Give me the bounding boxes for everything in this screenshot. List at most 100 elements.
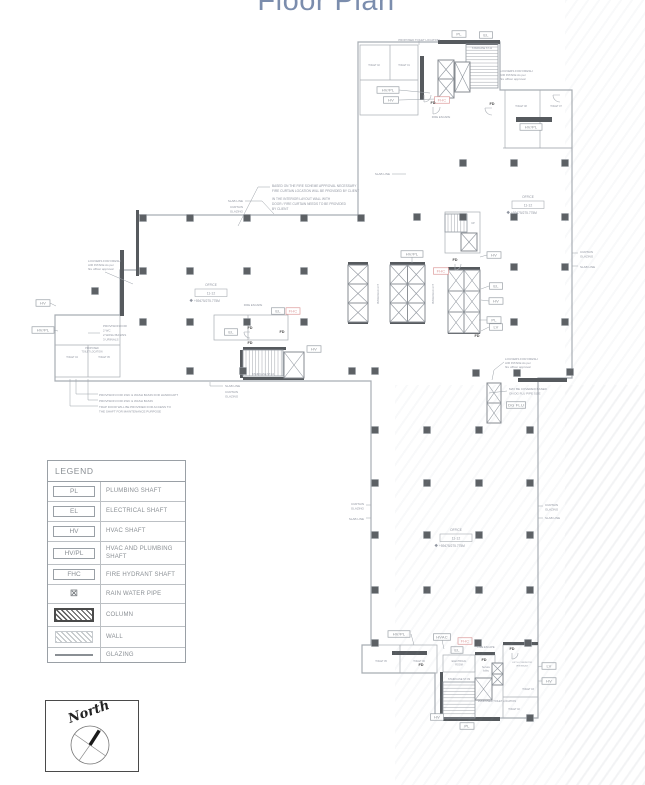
- column-marker: [561, 318, 569, 326]
- lift-x: [463, 269, 481, 292]
- annotation-text: 2 WASH BASINS: [103, 333, 126, 337]
- legend-shaft-box: PL: [53, 486, 95, 497]
- lift-x: [463, 311, 481, 334]
- north-indicator: North: [45, 698, 139, 772]
- annotation-text: PASSENGER LIFT: [377, 283, 380, 304]
- legend-shaft-box: HV/PL: [53, 547, 95, 559]
- shaft-label-box: [488, 297, 504, 305]
- annotation-text: TOILET 07: [550, 105, 562, 108]
- north-label: North: [65, 701, 111, 727]
- annotation-text: Service: [482, 666, 491, 669]
- legend-symbol-rain-water-pipe-icon: ⊠: [48, 585, 101, 604]
- annotation-text: AIR INTAKE As per: [500, 73, 526, 77]
- legend-symbol-wall: [48, 627, 101, 648]
- column-marker: [510, 263, 518, 271]
- column-marker: [475, 531, 483, 539]
- shaft-label-box: [457, 637, 473, 645]
- annotation-text: TOILET 02: [508, 708, 520, 711]
- legend-row-label: FIRE HYDRANT SHAFT: [106, 571, 176, 578]
- shaft-label-box: [519, 123, 543, 131]
- annotation-text: IN THE INTERIOR LAYOUT WALL WITH: [272, 197, 331, 201]
- annotation-text: ON DG FLU PIPE SIZE: [509, 392, 541, 396]
- annotation-text: GLAZING: [351, 507, 365, 511]
- lift-x: [486, 402, 502, 424]
- lift-cell: [486, 402, 502, 424]
- room-outline: [213, 314, 289, 341]
- legend-row-label: ELECTRICAL SHAFT: [106, 508, 168, 515]
- annotation-text: LOUVERS FOR FRESH: [88, 259, 121, 263]
- door-swing-icon: [511, 652, 519, 660]
- annotation-text: STAIRCASE ST-11: [472, 47, 493, 50]
- fire-damper-marker: FD: [247, 341, 252, 345]
- annotation-text: AIR INTAKE As per: [88, 263, 114, 267]
- legend-row: FHC FIRE HYDRANT SHAFT: [48, 565, 185, 586]
- annotation-text: PROVISION FOR: [103, 324, 128, 328]
- shaft-label-box: [479, 31, 493, 39]
- lift-x: [389, 283, 408, 304]
- annotation-text: FIRE ESCAPE: [477, 645, 494, 649]
- staircase: [242, 349, 284, 377]
- column-marker: [475, 479, 483, 487]
- wall: [475, 652, 495, 655]
- shaft-label-box: [35, 299, 51, 307]
- lift-x: [463, 290, 481, 313]
- wall: [136, 210, 139, 276]
- column-marker: [526, 531, 534, 539]
- room-outline: [444, 211, 481, 254]
- wall: [390, 321, 425, 324]
- column-marker: [472, 369, 480, 377]
- column-marker: [300, 267, 308, 275]
- leader-line: [491, 361, 505, 381]
- column-marker: [510, 318, 518, 326]
- shaft-label-text: DG FLU: [508, 403, 524, 408]
- annotation-text: THE SHAFT FOR MAINTENANCE PURPOSE: [99, 410, 161, 414]
- shaft-label-text: FHC: [437, 269, 446, 274]
- legend-symbol-glazing: [48, 648, 101, 663]
- shaft-label-text: HV: [311, 347, 317, 352]
- shaft-label-box: [387, 630, 411, 638]
- legend-row-label: COLUMN: [106, 612, 134, 619]
- legend-symbol-column: [48, 604, 101, 627]
- annotation-text: FIRE ESCAPE: [244, 303, 263, 307]
- shaft-label-text: HV: [40, 301, 46, 306]
- annotation-text: SLAB LINE: [545, 516, 560, 520]
- office-label-box: [511, 200, 545, 209]
- legend-symbol-labelbox: FHC: [48, 565, 101, 585]
- wall: [240, 350, 243, 378]
- legend-row-label: WALL: [106, 634, 123, 641]
- leader-line: [87, 379, 98, 401]
- annotation-text: TOILET 06: [413, 660, 425, 663]
- office-unit-label: 11-12: [524, 204, 533, 208]
- column-marker: [371, 531, 379, 539]
- column-marker: [348, 367, 356, 375]
- door-swing-icon: [484, 107, 493, 116]
- north-needle-icon: [88, 729, 101, 746]
- annotation-text: LOUVERS FOR FRESH: [505, 357, 538, 361]
- annotation-text: SLAB LINE: [349, 517, 364, 521]
- leader-line: [245, 200, 275, 215]
- wall: [390, 262, 425, 265]
- shaft-label-box: [285, 307, 301, 315]
- shaft-label-box: [541, 677, 557, 685]
- room-outline: [361, 644, 438, 674]
- annotation-text: FIRE ESCAPE: [432, 115, 451, 119]
- annotation-text: DOOR / FIRE CURTAIN NEEDS TO BE PROVIDED: [272, 202, 347, 206]
- shaft-label-text: HV/PL: [382, 88, 395, 93]
- fire-damper-marker: FD: [418, 663, 423, 667]
- lift-cell: [283, 351, 305, 379]
- lift-x: [447, 311, 465, 334]
- column-marker: [186, 318, 194, 326]
- leader-line: [75, 379, 98, 395]
- column-marker: [423, 479, 431, 487]
- annotation-text: AIR INTAKE As per: [505, 361, 531, 365]
- lift-x: [347, 283, 369, 304]
- shaft-label-text: HV/PL: [37, 328, 50, 333]
- legend-symbol-labelbox: PL: [48, 482, 101, 501]
- lift-x: [491, 673, 504, 686]
- lift-x: [437, 78, 455, 99]
- wall: [420, 56, 424, 100]
- office-label-box: [194, 288, 228, 297]
- column-marker: [371, 426, 379, 434]
- lift-x: [491, 662, 504, 675]
